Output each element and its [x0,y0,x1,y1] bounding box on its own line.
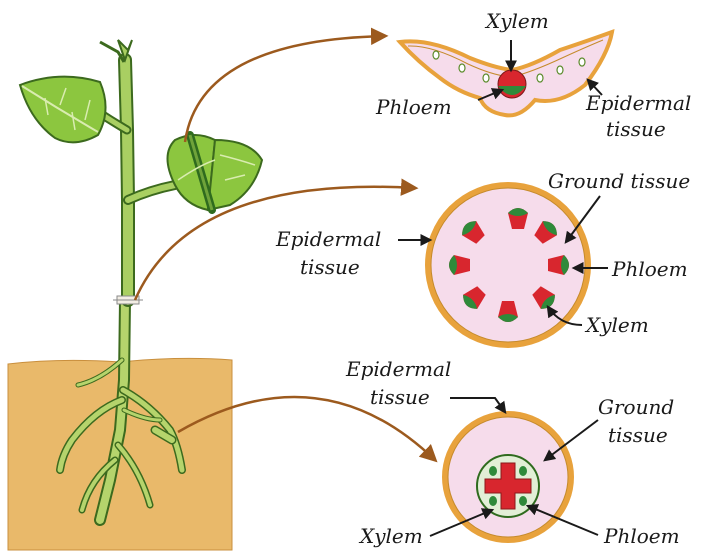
plant-illustration [8,40,262,550]
label-stem-xylem: Xylem [584,313,649,337]
label-root-xylem: Xylem [358,524,423,548]
label-stem-epidermal-2: tissue [300,255,360,279]
label-leaf-phloem: Phloem [375,95,452,119]
pointer-root-epidermal [450,398,505,412]
label-root-phloem: Phloem [603,524,680,548]
label-root-ground-1: Ground [598,395,674,419]
label-root-epidermal-1: Epidermal [345,357,451,381]
arrow-leaf-to-leaf-section [185,36,385,142]
label-root-ground-2: tissue [608,423,668,447]
label-leaf-xylem: Xylem [484,9,549,33]
label-stem-phloem: Phloem [611,257,688,281]
label-stem-ground-tissue: Ground tissue [548,169,690,193]
label-leaf-epidermal-2: tissue [606,117,666,141]
label-root-epidermal-2: tissue [370,385,430,409]
leaf-right [168,135,263,210]
label-leaf-epidermal-1: Epidermal [585,91,691,115]
leaf-left [20,77,106,143]
label-stem-epidermal-1: Epidermal [275,227,381,251]
stem [95,40,175,304]
